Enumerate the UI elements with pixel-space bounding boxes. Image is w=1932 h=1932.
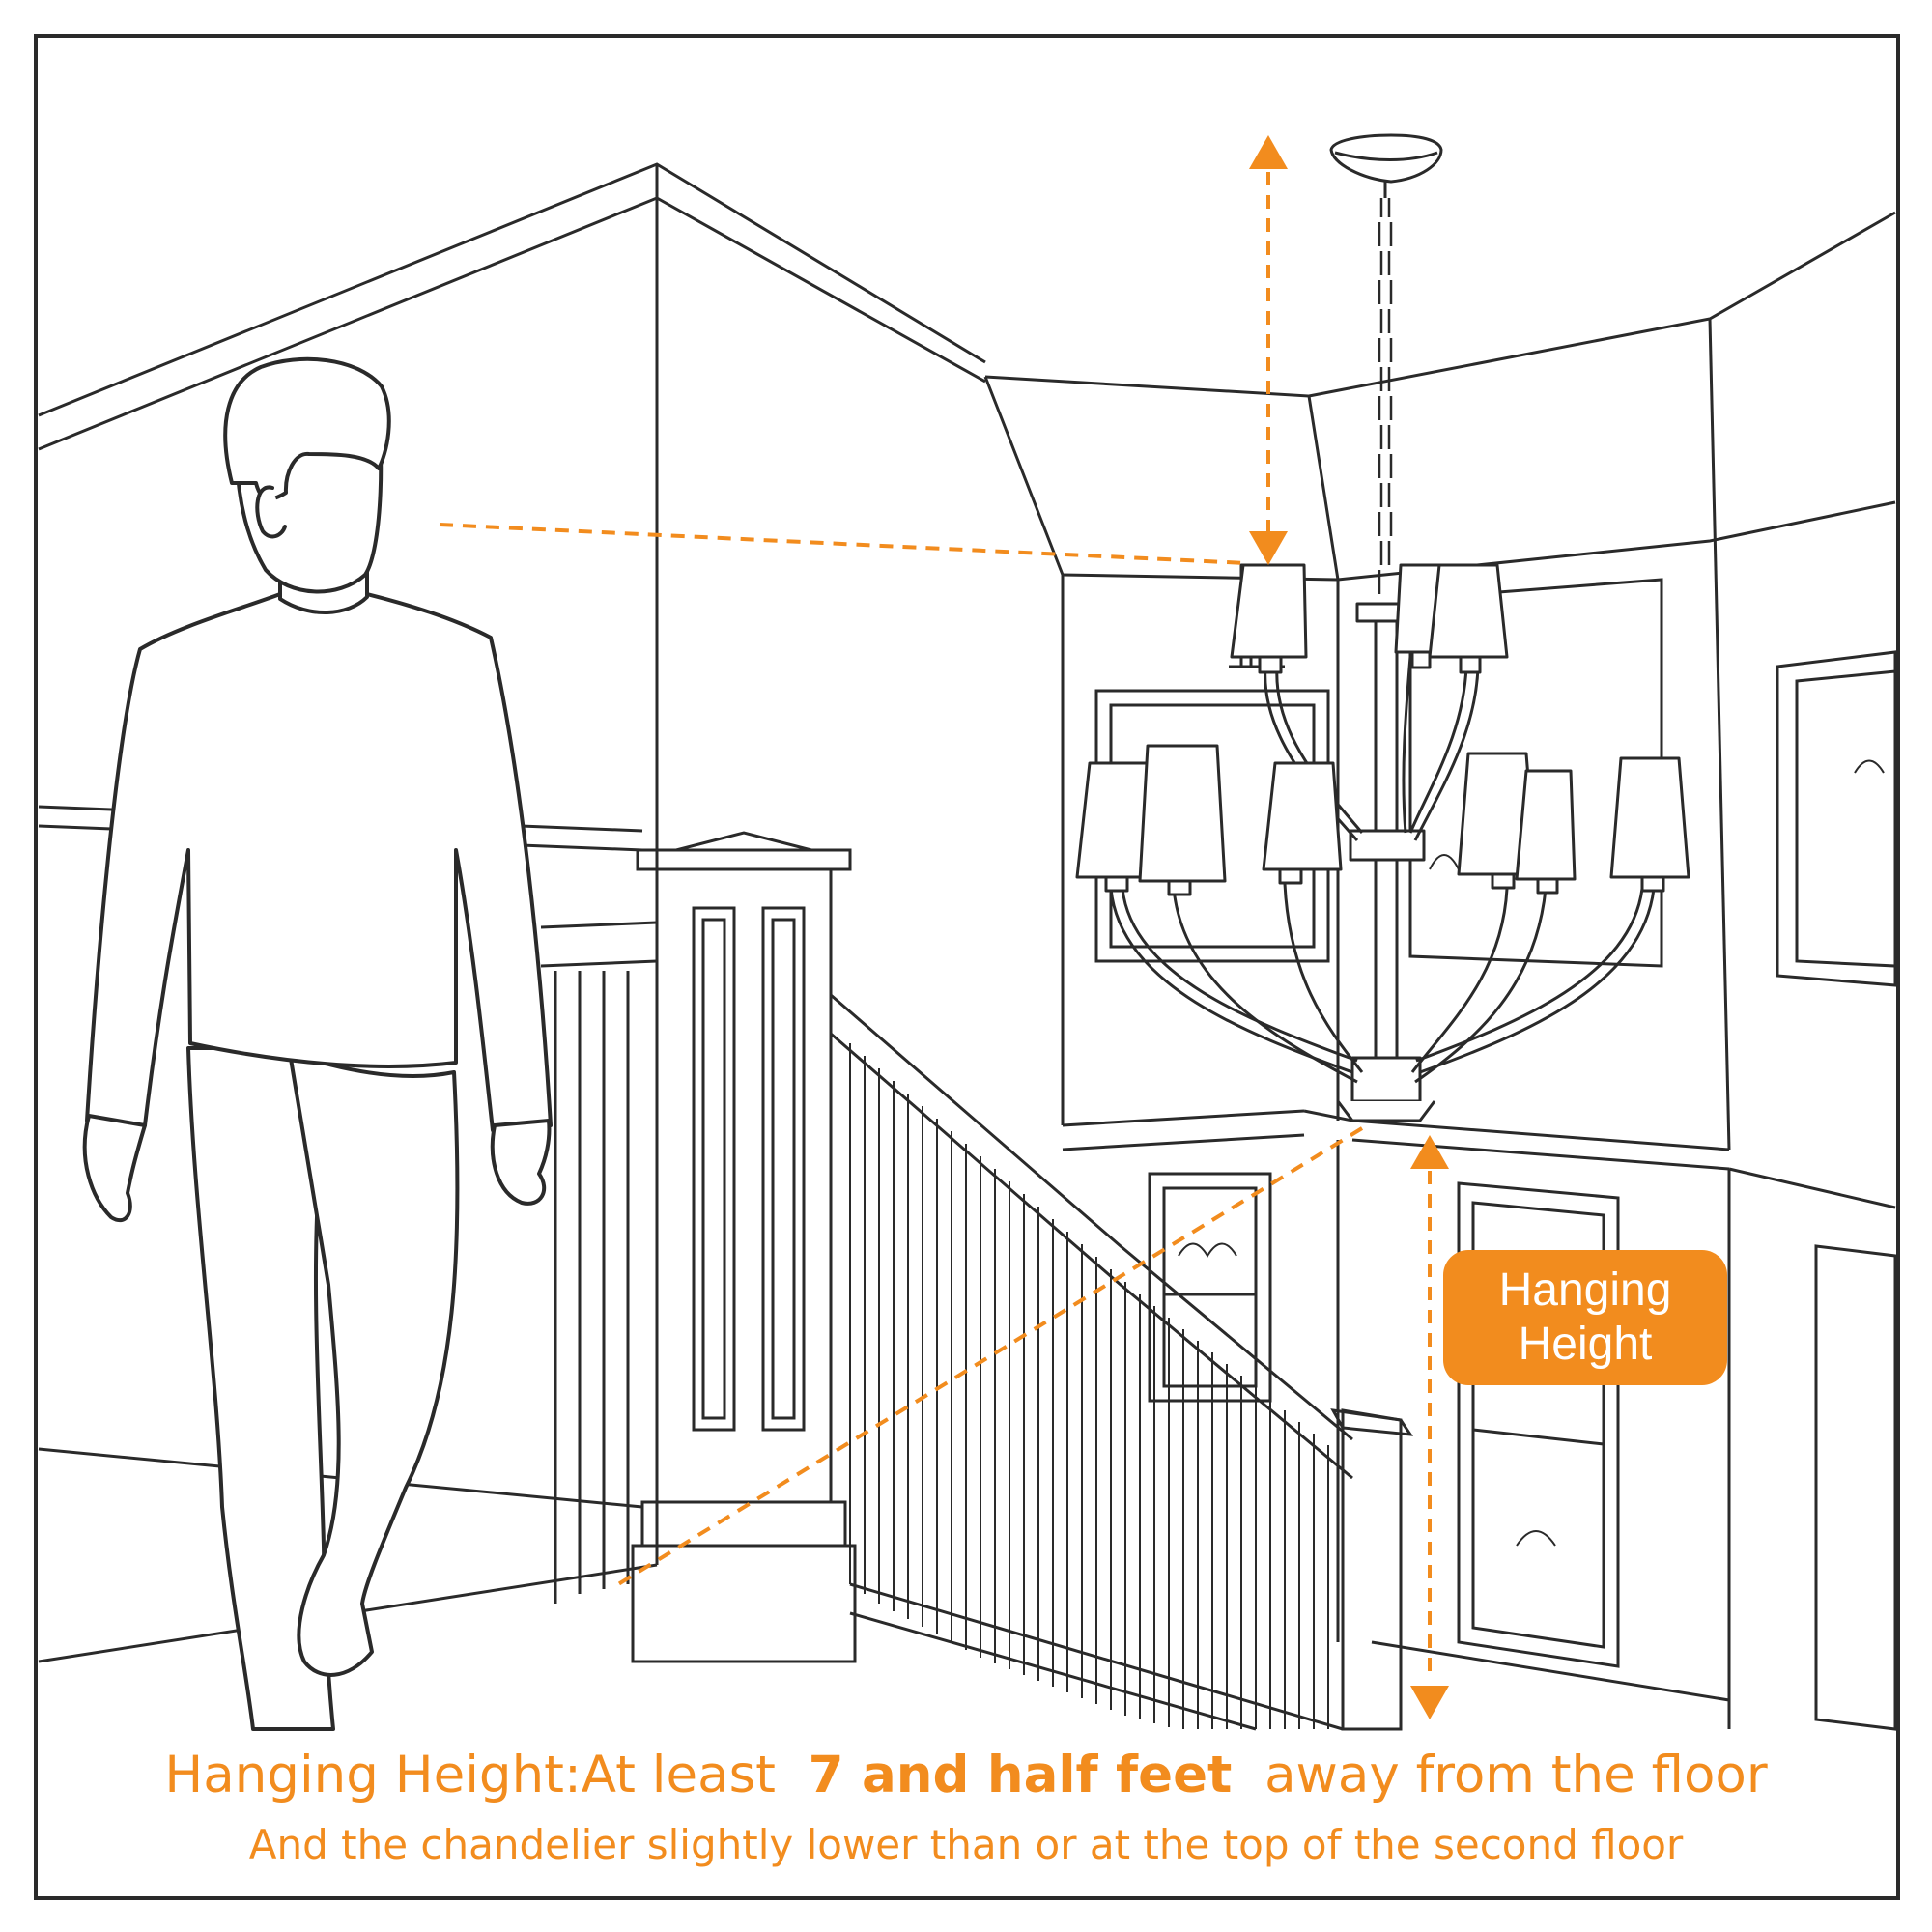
dimension-guides — [439, 172, 1432, 1676]
arrow-up-top — [1249, 135, 1288, 169]
arrow-down-bottom — [1410, 1686, 1449, 1719]
badge-line-2: Height — [1518, 1319, 1653, 1370]
diagonal-guide — [616, 1126, 1364, 1586]
outer-frame — [34, 34, 1900, 1900]
staircase — [540, 831, 1414, 1731]
hanging-height-caption: Hanging Height:At least 7 and half feet … — [0, 1745, 1932, 1806]
chandelier — [1075, 133, 1690, 1122]
arrow-up-bottom — [1410, 1135, 1449, 1169]
caption-prefix: Hanging Height:At least — [164, 1746, 776, 1804]
eye-level-guide — [439, 523, 1247, 565]
arrow-heads — [1249, 135, 1449, 1719]
hanging-height-badge: Hanging Height — [1443, 1250, 1727, 1385]
badge-line-1: Hanging — [1498, 1264, 1672, 1316]
person-figure — [82, 356, 553, 1731]
second-floor-caption: And the chandelier slightly lower than o… — [248, 1821, 1684, 1868]
caption-emphasis: 7 and half feet — [808, 1746, 1233, 1804]
caption-suffix: away from the floor — [1264, 1746, 1768, 1804]
arrow-down-top — [1249, 531, 1288, 565]
